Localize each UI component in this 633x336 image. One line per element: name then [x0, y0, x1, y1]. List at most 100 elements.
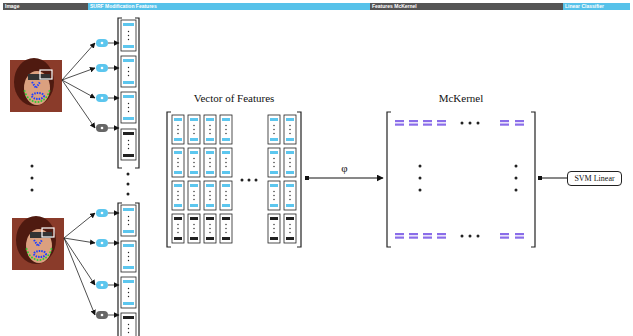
feature-block [284, 148, 296, 177]
feature-arrow [108, 68, 119, 69]
feature-block [188, 148, 200, 177]
ellipsis-dots [515, 165, 518, 192]
feature-block [204, 214, 216, 243]
feature-block [121, 241, 136, 272]
keypoint-tag [96, 311, 108, 319]
matrix-bracket [387, 112, 535, 247]
feature-arrow [64, 213, 95, 238]
feature-block [188, 181, 200, 210]
connector [306, 178, 383, 179]
keypoint-dot [101, 314, 104, 317]
stage-band: SURF Modification Features [88, 3, 370, 10]
keypoint-dot [101, 284, 104, 287]
classifier-box: SVM Linear [567, 171, 622, 186]
feature-arrow [64, 238, 95, 243]
feature-arrow [62, 80, 95, 128]
matrix-title: McKernel [437, 92, 486, 104]
kernel-feature [515, 233, 524, 239]
connector-tail [305, 176, 309, 180]
ellipsis-dots [461, 122, 480, 125]
feature-block [220, 214, 232, 243]
feature-block [220, 148, 232, 177]
kernel-feature [515, 120, 524, 126]
ellipsis-dots [419, 165, 422, 192]
feature-block [121, 20, 136, 51]
feature-block [121, 129, 136, 160]
feature-arrow [108, 315, 119, 316]
matrix-bracket [118, 203, 139, 336]
kernel-feature [500, 120, 509, 126]
feature-arrow [64, 238, 95, 285]
ellipsis-dots [461, 235, 480, 238]
matrix-bracket [118, 18, 139, 168]
kernel-feature [409, 233, 418, 239]
feature-block [204, 148, 216, 177]
feature-arrow [108, 98, 119, 99]
keypoint-dot [101, 42, 104, 45]
stage-label: Linear Classifier [565, 3, 604, 9]
kernel-feature [423, 233, 432, 239]
keypoint-tag [96, 209, 108, 217]
feature-arrow [62, 80, 95, 98]
feature-block [220, 181, 232, 210]
kernel-feature [409, 120, 418, 126]
feature-arrow [62, 43, 95, 80]
feature-arrow [108, 43, 119, 44]
feature-arrow [108, 213, 119, 214]
feature-block [284, 214, 296, 243]
keypoint-tag [96, 94, 108, 102]
kernel-feature [437, 120, 446, 126]
stage-label: Image [5, 3, 19, 9]
keypoint-dot [101, 127, 104, 130]
matrix-bracket [167, 112, 301, 247]
feature-arrow [62, 68, 95, 80]
keypoint-dot [101, 242, 104, 245]
feature-arrow [108, 285, 119, 286]
connector-tail [538, 176, 542, 180]
kernel-feature [395, 233, 404, 239]
keypoint-tag [96, 281, 108, 289]
kernel-feature [423, 120, 432, 126]
stage-label: Features McKernel [372, 3, 417, 9]
stage-band: Linear Classifier [563, 3, 630, 10]
stage-band: Features McKernel [370, 3, 563, 10]
feature-block [172, 181, 184, 210]
feature-arrow [108, 243, 119, 244]
ellipsis-dots [127, 173, 130, 196]
feature-block [268, 214, 280, 243]
feature-matrix: Vector of Features [162, 92, 306, 249]
edge-label: φ [339, 162, 349, 174]
feature-block [204, 181, 216, 210]
box-label: SVM Linear [574, 172, 614, 185]
keypoint-tag [96, 64, 108, 72]
face-image [10, 58, 62, 112]
keypoint-dot [101, 212, 104, 215]
stage-label: SURF Modification Features [90, 3, 157, 9]
keypoint-tag [96, 39, 108, 47]
feature-block [188, 214, 200, 243]
face-image [12, 216, 64, 270]
feature-block [121, 92, 136, 123]
ellipsis-dots [31, 165, 34, 192]
feature-block [172, 115, 184, 144]
feature-block [284, 181, 296, 210]
feature-block [172, 148, 184, 177]
stage-band: Image [3, 3, 88, 10]
feature-block [121, 56, 136, 87]
feature-arrow [108, 128, 119, 129]
kernel-feature [395, 120, 404, 126]
kernel-feature [500, 233, 509, 239]
kernel-matrix: McKernel [383, 92, 539, 249]
feature-block [121, 205, 136, 236]
feature-block [268, 148, 280, 177]
connector [539, 178, 567, 179]
keypoint-dot [101, 67, 104, 70]
matrix-title: Vector of Features [192, 92, 277, 104]
feature-block [220, 115, 232, 144]
feature-block [268, 115, 280, 144]
keypoint-tag [96, 239, 108, 247]
feature-block [121, 313, 136, 336]
feature-block [172, 214, 184, 243]
feature-block [188, 115, 200, 144]
